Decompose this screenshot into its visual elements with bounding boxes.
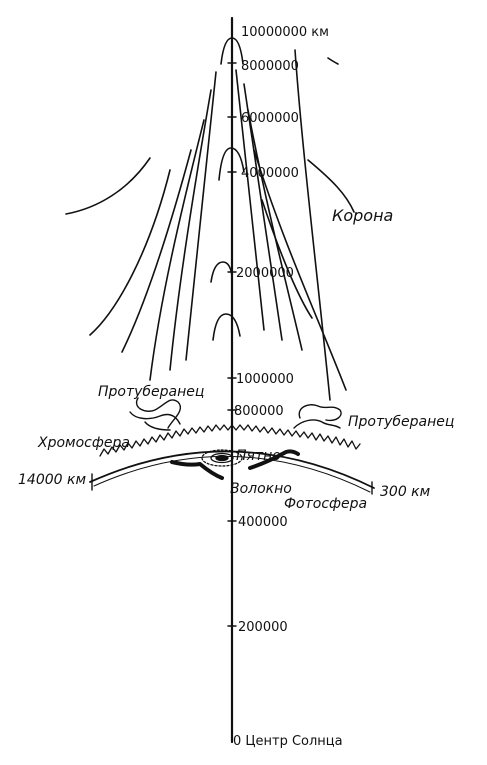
- scale-label-800000: 800000: [234, 404, 284, 419]
- spot-label: Пятно: [236, 448, 281, 464]
- prominence-left-shape: [129, 397, 182, 431]
- scale-label-4000000: 4000000: [241, 166, 299, 181]
- scale-label-10000000: 10000000 км: [241, 25, 329, 40]
- sunspot-shape: [201, 449, 243, 467]
- corona-field-lines: [65, 37, 355, 401]
- photosphere-outer: [89, 450, 375, 489]
- prominence-right-shape: [293, 404, 342, 429]
- scale-label-6000000: 6000000: [241, 111, 299, 126]
- chromosphere-label: Хромосфера: [37, 435, 130, 451]
- filament-shape: [170, 449, 300, 480]
- prominence-left-label: Протуберанец: [98, 384, 204, 400]
- scale-label-8000000: 8000000: [241, 59, 299, 74]
- corona-label: Корона: [332, 206, 393, 225]
- scale-label-200000: 200000: [238, 620, 288, 635]
- prominence-right-label: Протуберанец: [348, 414, 454, 430]
- scale-label-2000000: 2000000: [236, 266, 294, 281]
- photosphere-thickness-label: 300 км: [380, 484, 431, 500]
- scale-label-400000: 400000: [238, 515, 288, 530]
- scale-label-center: 0 Центр Солнца: [233, 734, 343, 749]
- scale-label-1000000: 1000000: [236, 372, 294, 387]
- photosphere-label: Фотосфера: [284, 496, 367, 512]
- chromosphere-thickness-label: 14000 км: [18, 472, 86, 488]
- filament-label: Волокно: [230, 481, 292, 497]
- chromosphere-band: [99, 424, 361, 457]
